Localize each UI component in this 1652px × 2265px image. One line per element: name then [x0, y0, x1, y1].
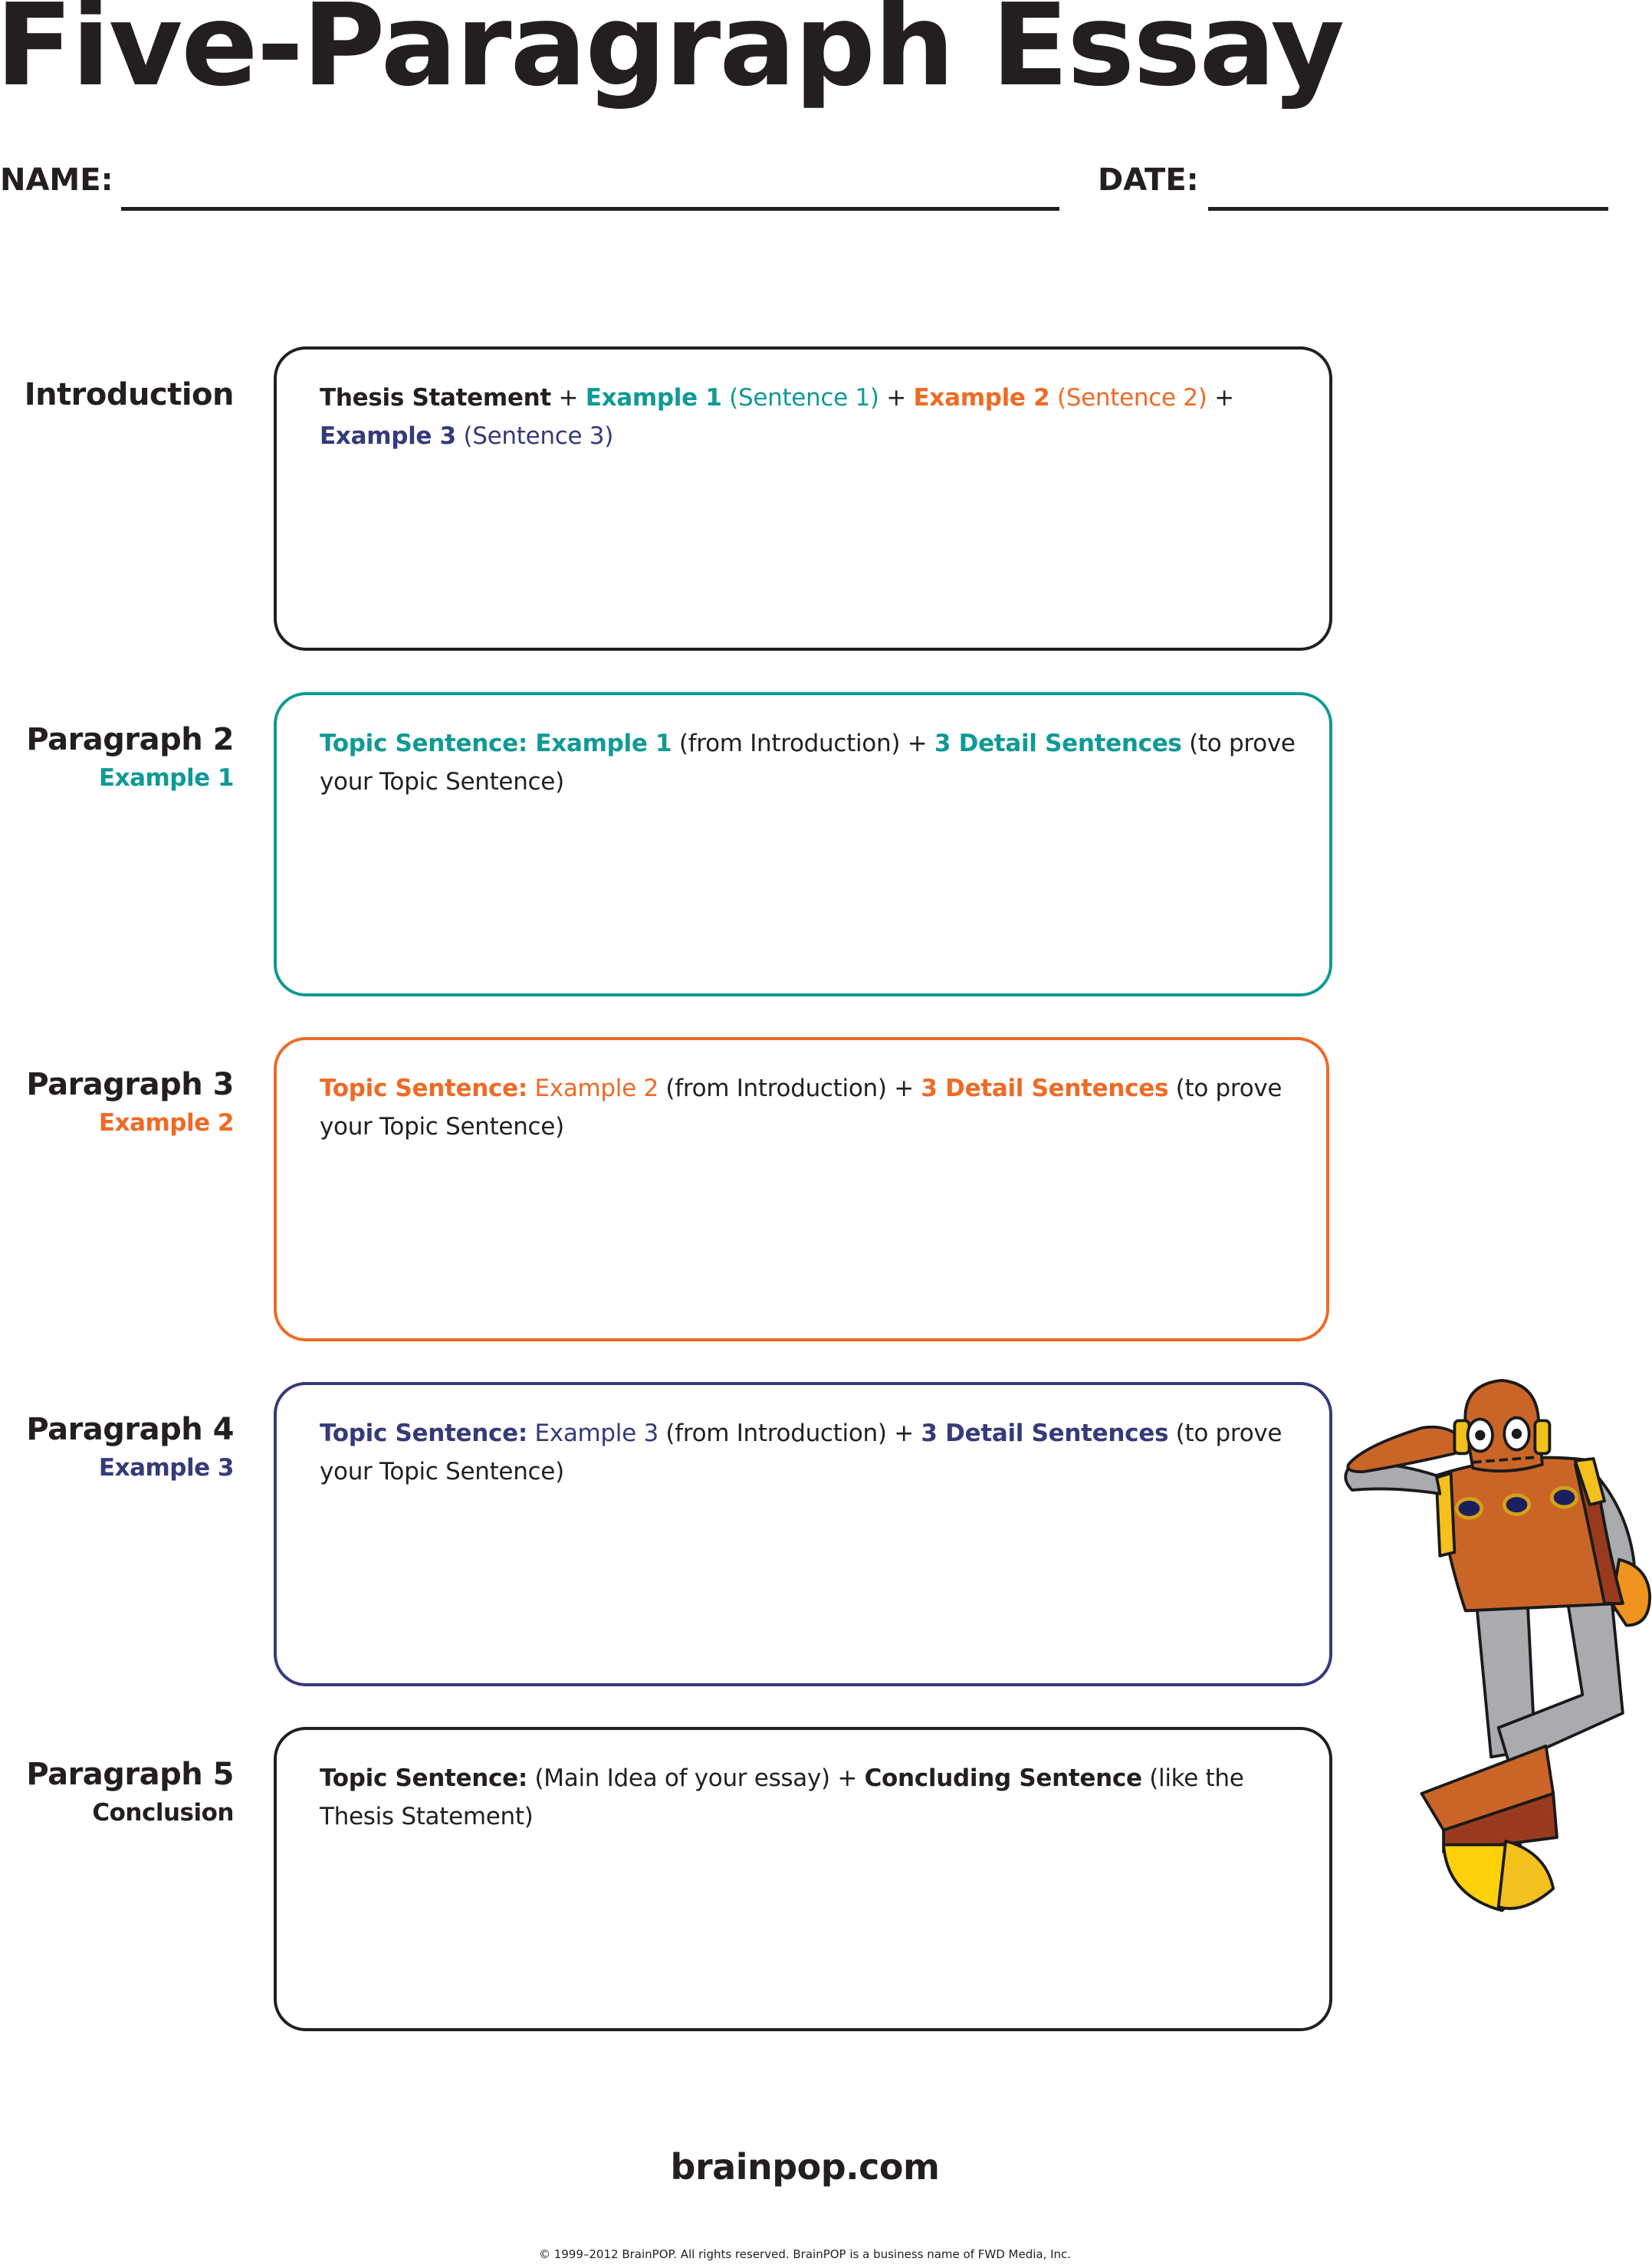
instruction-segment: Concluding Sentence [864, 1764, 1142, 1792]
paragraph-5-instructions: Topic Sentence: (Main Idea of your essay… [320, 1759, 1263, 1836]
instruction-line: Thesis Statement) [320, 1797, 1263, 1836]
instruction-segment: Topic Sentence: Example 1 [320, 730, 672, 757]
instruction-segment: Topic Sentence: [320, 1420, 527, 1447]
section-subtitle: Example 2 [98, 1109, 235, 1137]
page-title: Five-Paragraph Essay [0, 0, 1345, 111]
instruction-segment: (from Introduction) + [672, 730, 934, 757]
instruction-line: Topic Sentence: (Main Idea of your essay… [320, 1759, 1263, 1797]
instruction-segment: 3 Detail Sentences [934, 730, 1182, 757]
section-label-paragraph-3: Paragraph 3 Example 2 [0, 1065, 234, 1142]
instruction-segment: (Sentence 2) [1049, 384, 1207, 412]
date-label: DATE: [1098, 162, 1199, 198]
instruction-segment: Example 3 [527, 1420, 659, 1447]
name-field[interactable] [121, 207, 1059, 211]
section-title: Paragraph 5 [26, 1757, 234, 1792]
instruction-segment: (Main Idea of your essay) + [527, 1764, 865, 1792]
instruction-segment: (from Introduction) + [658, 1420, 921, 1447]
robot-mascot-icon [1344, 1379, 1652, 1912]
section-label-introduction: Introduction [0, 376, 235, 414]
instruction-segment: (Sentence 3) [455, 422, 614, 450]
instruction-line: Example 3 (Sentence 3) [320, 417, 1263, 455]
name-label: NAME: [0, 162, 113, 198]
instruction-segment: your Topic Sentence) [320, 768, 564, 796]
paragraph-4-instructions: Topic Sentence: Example 3 (from Introduc… [320, 1414, 1282, 1491]
instruction-segment: + [550, 384, 586, 412]
section-label-paragraph-2: Paragraph 2 Example 1 [0, 721, 234, 797]
instruction-segment: Topic Sentence: [320, 1764, 527, 1792]
section-label-paragraph-5: Paragraph 5 Conclusion [0, 1755, 234, 1832]
instruction-line: Topic Sentence: Example 2 (from Introduc… [320, 1069, 1282, 1108]
section-label-paragraph-4: Paragraph 4 Example 3 [0, 1410, 234, 1487]
instruction-segment: + [879, 384, 914, 412]
instruction-segment: Example 1 [585, 384, 722, 412]
instruction-segment: your Topic Sentence) [320, 1458, 564, 1485]
instruction-line: your Topic Sentence) [320, 763, 1263, 801]
section-subtitle: Conclusion [92, 1799, 234, 1827]
instruction-segment: 3 Detail Sentences [921, 1075, 1169, 1102]
website-link[interactable]: brainpop.com [670, 2146, 940, 2188]
section-subtitle: Example 1 [98, 764, 235, 792]
instruction-segment: Topic Sentence: [320, 1075, 527, 1102]
section-title: Paragraph 4 [26, 1412, 234, 1447]
instruction-segment: Thesis Statement) [320, 1803, 534, 1830]
introduction-box[interactable]: Thesis Statement + Example 1 (Sentence 1… [274, 346, 1332, 651]
section-title: Paragraph 3 [26, 1067, 234, 1102]
instruction-segment: (from Introduction) + [658, 1075, 921, 1102]
section-title: Paragraph 2 [26, 722, 234, 757]
instruction-segment: Thesis Statement [320, 384, 551, 412]
date-field[interactable] [1208, 207, 1608, 211]
copyright-notice: © 1999–2012 BrainPOP. All rights reserve… [538, 2247, 1072, 2261]
instruction-segment: (to prove [1168, 1420, 1283, 1447]
instruction-segment: (Sentence 1) [721, 384, 879, 412]
paragraph-2-box[interactable]: Topic Sentence: Example 1 (from Introduc… [274, 692, 1332, 996]
paragraph-4-box[interactable]: Topic Sentence: Example 3 (from Introduc… [274, 1382, 1332, 1686]
instruction-line: your Topic Sentence) [320, 1453, 1263, 1491]
instruction-segment: + [1207, 384, 1234, 412]
instruction-line: Topic Sentence: Example 1 (from Introduc… [320, 724, 1296, 763]
instruction-segment: Example 2 [527, 1075, 659, 1102]
paragraph-3-instructions: Topic Sentence: Example 2 (from Introduc… [320, 1069, 1282, 1146]
instruction-line: your Topic Sentence) [320, 1108, 1263, 1146]
instruction-segment: Example 2 [913, 384, 1050, 412]
section-title: Introduction [24, 377, 235, 412]
paragraph-5-box[interactable]: Topic Sentence: (Main Idea of your essay… [274, 1727, 1332, 2031]
instruction-segment: 3 Detail Sentences [921, 1420, 1169, 1447]
instruction-segment: your Topic Sentence) [320, 1113, 564, 1141]
instruction-segment: (like the [1141, 1764, 1244, 1792]
introduction-instructions: Thesis Statement + Example 1 (Sentence 1… [320, 379, 1263, 455]
paragraph-3-box[interactable]: Topic Sentence: Example 2 (from Introduc… [274, 1037, 1329, 1341]
instruction-line: Thesis Statement + Example 1 (Sentence 1… [320, 379, 1263, 417]
section-subtitle: Example 3 [98, 1454, 235, 1482]
instruction-line: Topic Sentence: Example 3 (from Introduc… [320, 1414, 1282, 1453]
instruction-segment: (to prove [1181, 730, 1296, 757]
instruction-segment: (to prove [1168, 1075, 1283, 1102]
instruction-segment: Example 3 [320, 422, 456, 450]
paragraph-2-instructions: Topic Sentence: Example 1 (from Introduc… [320, 724, 1296, 801]
